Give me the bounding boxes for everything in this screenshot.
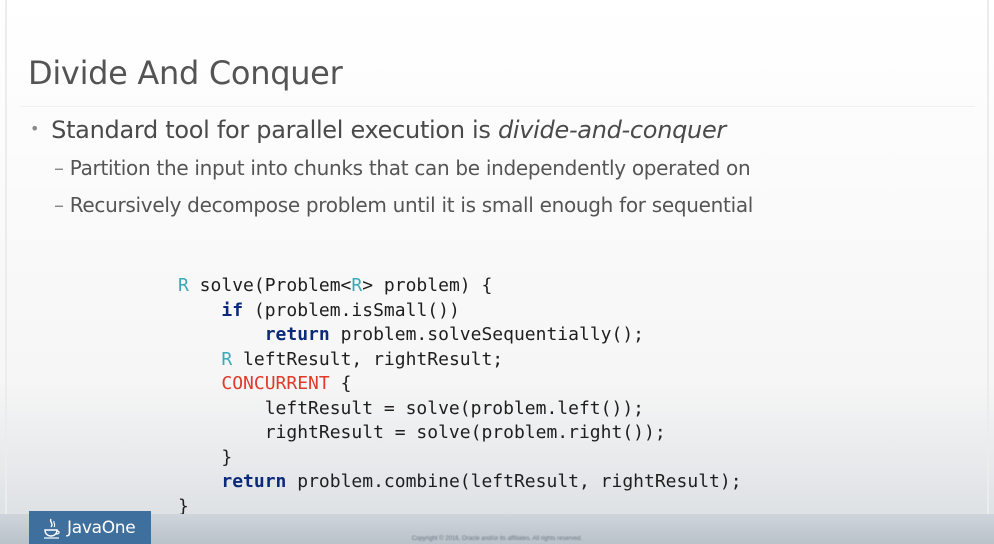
- dash-marker: –: [54, 156, 64, 180]
- dash-marker: –: [54, 193, 64, 217]
- code-text: }: [178, 495, 189, 517]
- logo-label: JavaOne: [67, 517, 136, 538]
- code-line-4: R leftResult, rightResult;: [178, 349, 503, 370]
- code-text: problem.solveSequentially();: [329, 324, 645, 345]
- code-text: rightResult = solve(problem.right());: [264, 422, 666, 443]
- code-block: R solve(Problem<R> problem) { if (proble…: [178, 274, 742, 519]
- code-keyword: return: [221, 471, 287, 492]
- footer-band: [0, 514, 994, 544]
- code-line-5: CONCURRENT {: [178, 373, 351, 394]
- code-text: leftResult, rightResult;: [232, 348, 504, 370]
- sub-bullet-partition: –Partition the input into chunks that ca…: [54, 156, 751, 180]
- code-line-7: rightResult = solve(problem.right());: [178, 422, 666, 443]
- sub-bullet-recursive: –Recursively decompose problem until it …: [54, 193, 753, 217]
- slide-title: Divide And Conquer: [28, 54, 343, 92]
- bullet-main: • Standard tool for parallel execution is…: [30, 116, 726, 144]
- sub-bullet-text: Partition the input into chunks that can…: [69, 156, 751, 180]
- code-line-1: R solve(Problem<R> problem) {: [178, 275, 492, 296]
- slide-border-right: [987, 0, 989, 544]
- code-line-2: if (problem.isSmall()): [178, 299, 460, 321]
- code-line-6: leftResult = solve(problem.left());: [178, 398, 644, 419]
- javaone-logo: JavaOne: [29, 511, 151, 544]
- code-type: R: [178, 275, 189, 296]
- code-text: (problem.isSmall()): [243, 299, 460, 321]
- code-keyword: if: [221, 299, 244, 321]
- code-text: {: [329, 373, 352, 394]
- code-type: R: [351, 275, 363, 296]
- title-divider: [20, 106, 975, 107]
- bullet-emphasis: divide-and-conquer: [497, 116, 726, 144]
- code-text: leftResult = solve(problem.left());: [264, 397, 644, 419]
- code-text: }: [221, 446, 233, 468]
- code-type: R: [221, 348, 233, 370]
- code-line-3: return problem.solveSequentially();: [178, 324, 644, 345]
- java-cup-icon: [44, 518, 60, 539]
- code-line-9: return problem.combine(leftResult, right…: [178, 471, 742, 492]
- bullet-dot: •: [30, 119, 40, 138]
- code-concurrent: CONCURRENT: [221, 373, 330, 394]
- code-text: > problem) {: [362, 275, 493, 296]
- code-text: solve(Problem<: [188, 275, 352, 296]
- bullet-text: Standard tool for parallel execution is: [51, 116, 498, 144]
- slide-border-left: [5, 0, 7, 544]
- code-line-8: }: [178, 447, 232, 468]
- code-text: problem.combine(leftResult, rightResult)…: [286, 471, 742, 492]
- code-line-10: }: [178, 496, 189, 517]
- code-keyword: return: [264, 324, 330, 345]
- copyright-notice: Copyright © 2016, Oracle and/or its affi…: [411, 536, 583, 542]
- sub-bullet-text: Recursively decompose problem until it i…: [69, 193, 754, 217]
